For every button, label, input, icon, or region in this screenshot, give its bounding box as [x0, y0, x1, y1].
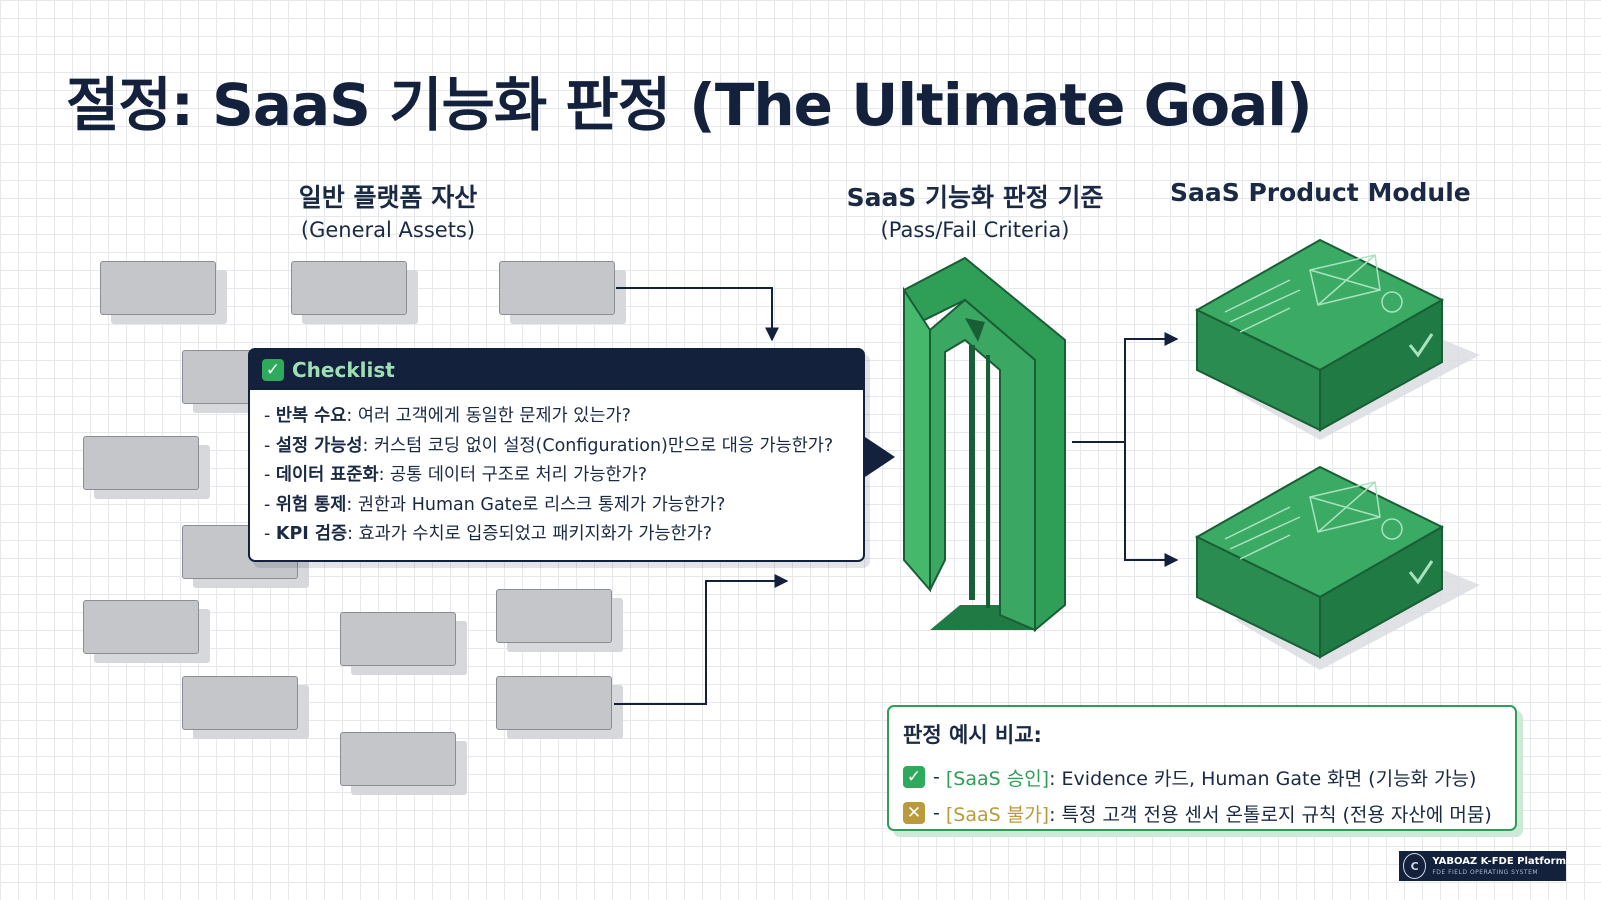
- list-item: - 반복 수요: 여러 고객에게 동일한 문제가 있는가?: [264, 406, 631, 426]
- approved-tag: [SaaS 승인]: [945, 767, 1050, 790]
- pass-fail-gate-icon: [903, 256, 1066, 633]
- criterion-text: : 여러 고객에게 동일한 문제가 있는가?: [346, 406, 631, 426]
- criteria-column-header: SaaS 기능화 판정 기준 (Pass/Fail Criteria): [835, 178, 1115, 242]
- checklist-card: ✓ Checklist - 반복 수요: 여러 고객에게 동일한 문제가 있는가…: [248, 348, 865, 562]
- criterion-text: : 효과가 수치로 입증되었고 패키지화가 가능한가?: [347, 524, 713, 544]
- asset-block: [499, 261, 615, 315]
- criterion-text: : 커스텀 코딩 없이 설정(Configuration)만으로 대응 가능한가…: [362, 435, 834, 456]
- list-item: - 설정 가능성: 커스텀 코딩 없이 설정(Configuration)만으로…: [264, 435, 834, 456]
- list-item: - 데이터 표준화: 공통 데이터 구조로 처리 가능한가?: [264, 465, 647, 485]
- checklist-title: Checklist: [292, 358, 395, 382]
- asset-block: [83, 600, 199, 654]
- brand-name: YABOAZ K-FDE Platform: [1432, 855, 1566, 867]
- asset-block: [340, 732, 456, 786]
- checkbox-icon: ✓: [262, 359, 284, 381]
- cross-icon: ✕: [903, 802, 925, 824]
- checklist-pointer-icon: [865, 437, 895, 477]
- asset-block: [100, 261, 216, 315]
- asset-block: [291, 261, 407, 315]
- saas-module-icon: [1194, 465, 1480, 670]
- assets-column-header: 일반 플랫폼 자산 (General Assets): [248, 178, 528, 242]
- approved-text: : Evidence 카드, Human Gate 화면 (기능화 가능): [1049, 767, 1477, 790]
- criterion-text: : 권한과 Human Gate로 리스크 통제가 가능한가?: [346, 494, 726, 515]
- examples-title: 판정 예시 비교:: [903, 723, 1042, 747]
- rejected-text: : 특정 고객 전용 센서 온톨로지 규칙 (전용 자산에 머뭄): [1049, 803, 1492, 826]
- saas-module-icon: [1194, 238, 1480, 440]
- product-column-title: SaaS Product Module: [1170, 178, 1471, 207]
- criterion-key: 설정 가능성: [275, 435, 363, 456]
- rejected-tag: [SaaS 불가]: [945, 803, 1050, 826]
- asset-block: [496, 589, 612, 643]
- example-rejected: ✕ - [SaaS 불가] : 특정 고객 전용 센서 온톨로지 규칙 (전용 …: [903, 795, 1501, 831]
- criterion-text: : 공통 데이터 구조로 처리 가능한가?: [378, 465, 647, 485]
- examples-card: 판정 예시 비교: ✓ - [SaaS 승인] : Evidence 카드, H…: [887, 705, 1517, 831]
- check-icon: ✓: [903, 766, 925, 788]
- asset-block: [496, 676, 612, 730]
- assets-column-subtitle: (General Assets): [300, 218, 476, 242]
- asset-block: [83, 436, 199, 490]
- checklist-items: - 반복 수요: 여러 고객에게 동일한 문제가 있는가? - 설정 가능성: …: [250, 390, 863, 550]
- list-item: - 위험 통제: 권한과 Human Gate로 리스크 통제가 가능한가?: [264, 494, 726, 515]
- page-title: 절정: SaaS 기능화 판정 (The Ultimate Goal): [66, 71, 1313, 139]
- asset-block: [182, 676, 298, 730]
- connector-arrows: [614, 287, 1179, 705]
- brand-tagline: FDE FIELD OPERATING SYSTEM: [1432, 868, 1539, 876]
- criteria-column-title: SaaS 기능화 판정 기준: [846, 183, 1104, 212]
- checklist-header: ✓ Checklist: [250, 350, 863, 390]
- criteria-column-subtitle: (Pass/Fail Criteria): [880, 218, 1070, 242]
- brand-logo-icon: C: [1403, 853, 1427, 879]
- criterion-key: 위험 통제: [275, 494, 347, 515]
- brand-badge: C YABOAZ K-FDE Platform FDE FIELD OPERAT…: [1399, 851, 1566, 881]
- assets-column-title: 일반 플랫폼 자산: [298, 183, 478, 212]
- list-item: - KPI 검증: 효과가 수치로 입증되었고 패키지화가 가능한가?: [264, 524, 713, 544]
- criterion-key: 데이터 표준화: [275, 465, 379, 485]
- example-approved: ✓ - [SaaS 승인] : Evidence 카드, Human Gate …: [903, 759, 1501, 795]
- product-column-header: SaaS Product Module: [1170, 178, 1471, 207]
- asset-block: [340, 612, 456, 666]
- criterion-key: KPI 검증: [275, 524, 348, 544]
- criterion-key: 반복 수요: [275, 406, 347, 426]
